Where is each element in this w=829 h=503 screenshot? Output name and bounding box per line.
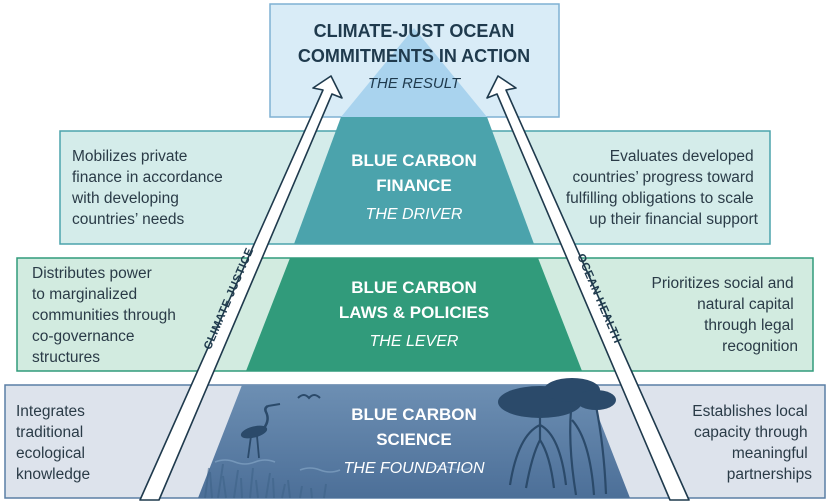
finance-right-line: Evaluates developed (610, 148, 754, 165)
science-right-text: Establishes local capacity through meani… (692, 403, 812, 483)
laws-title-line1: BLUE CARBON (351, 278, 477, 297)
water-ripples (214, 459, 471, 473)
mangrove-icon (498, 378, 616, 496)
result-triangle (341, 28, 487, 117)
mangrove-roots (508, 399, 608, 496)
laws-subtitle: THE LEVER (370, 333, 459, 350)
finance-left-line: finance in accordance (72, 169, 223, 186)
finance-title-line1: BLUE CARBON (351, 151, 477, 170)
heron-icon (240, 403, 281, 459)
heron-legs (247, 435, 260, 459)
finance-right-line: countries’ progress toward (572, 169, 753, 186)
science-title-line1: BLUE CARBON (351, 405, 477, 424)
bird-wings (297, 394, 321, 400)
finance-subtitle: THE DRIVER (366, 206, 463, 223)
result-title-line2: COMMITMENTS IN ACTION (298, 46, 530, 66)
laws-right-line: natural capital (697, 296, 794, 313)
bird-icon (297, 394, 321, 400)
science-right-line: Establishes local (692, 403, 807, 420)
finance-title-line2: FINANCE (376, 176, 452, 195)
laws-title-line2: LAWS & POLICIES (339, 303, 489, 322)
heron-beak (267, 403, 281, 407)
finance-right-line: fulfilling obligations to scale (566, 190, 754, 207)
science-title-line2: SCIENCE (376, 430, 452, 449)
science-left-line: ecological (16, 445, 85, 462)
laws-left-line: communities through (32, 307, 176, 324)
finance-left-line: countries’ needs (72, 211, 185, 228)
climate-justice-arrow-shape (139, 75, 343, 501)
finance-right-line: up their financial support (589, 211, 759, 228)
heron-neck (262, 404, 269, 429)
science-left-line: Integrates (16, 403, 85, 420)
laws-left-line: co-governance (32, 328, 135, 345)
laws-right-text: Prioritizes social and natural capital t… (652, 275, 798, 355)
laws-right-line: Prioritizes social and (652, 275, 794, 292)
grass-blades (204, 463, 327, 499)
science-right-line: partnerships (727, 466, 813, 483)
ocean-health-arrow-shape (486, 75, 690, 501)
laws-right-line: recognition (722, 338, 798, 355)
heron-body (240, 425, 268, 439)
laws-left-line: Distributes power (32, 265, 152, 282)
mangrove-canopy-3 (576, 390, 616, 410)
finance-left-text: Mobilizes private finance in accordance … (71, 148, 227, 228)
science-left-line: traditional (16, 424, 83, 441)
laws-left-line: to marginalized (32, 286, 137, 303)
finance-left-line: Mobilizes private (72, 148, 187, 165)
finance-tier (294, 117, 534, 244)
result-title-line1: CLIMATE-JUST OCEAN (314, 21, 515, 41)
laws-tier (246, 258, 582, 371)
science-left-line: knowledge (16, 466, 90, 483)
laws-left-line: structures (32, 349, 100, 366)
result-subtitle: THE RESULT (368, 75, 462, 92)
laws-right-line: through legal (704, 317, 794, 334)
wetland-scene (204, 459, 471, 499)
finance-right-text: Evaluates developed countries’ progress … (566, 148, 759, 228)
science-right-line: capacity through (694, 424, 808, 441)
science-subtitle: THE FOUNDATION (343, 460, 484, 477)
finance-left-line: with developing (71, 190, 179, 207)
science-right-line: meaningful (732, 445, 808, 462)
laws-left-text: Distributes power to marginalized commun… (32, 265, 180, 366)
science-left-text: Integrates traditional ecological knowle… (16, 403, 90, 483)
